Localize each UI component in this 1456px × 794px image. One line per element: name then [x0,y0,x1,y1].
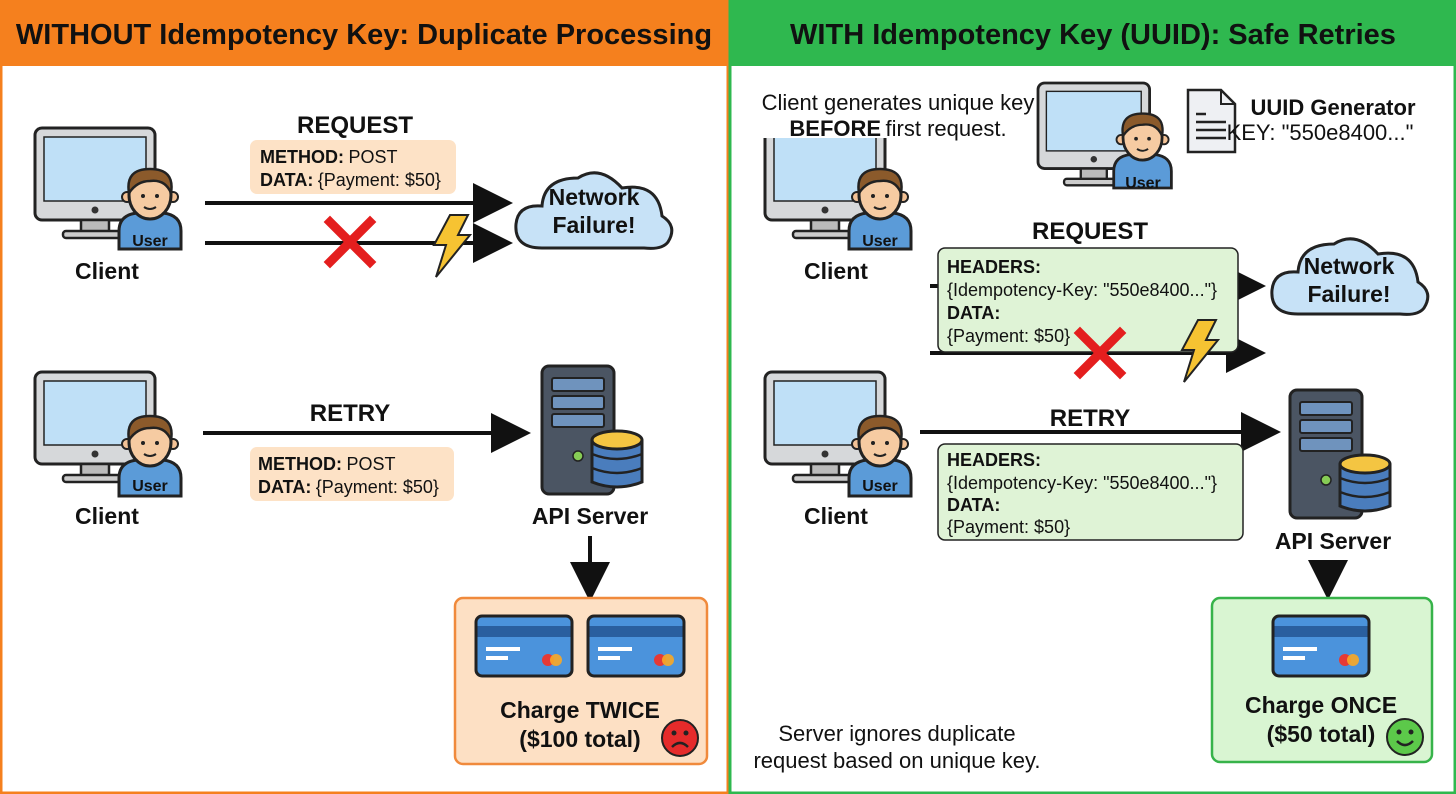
retry-method: METHOD: POST [258,454,395,474]
credit-card-icon [474,614,574,678]
cloud-line2: Failure! [1307,281,1390,307]
data-value: {Payment: $50} [947,326,1070,346]
headers-key: HEADERS: [947,450,1041,470]
api-server-label: API Server [532,503,648,529]
cloud-line1: Network [549,184,640,210]
retry-data: DATA: {Payment: $50} [258,477,439,497]
smiley-face-icon [1386,718,1424,756]
retry-label: RETRY [310,400,390,427]
request-payload-box [937,247,1239,353]
client-label: Client [75,503,139,529]
charge-once-line2: ($50 total) [1267,721,1376,747]
request-payload-box [250,140,456,194]
cloud-line1: Network [1304,253,1395,279]
sad-face-icon [661,719,699,757]
retry-payload-box [250,447,454,501]
note-line1: Client generates unique key [762,90,1035,115]
data-key: DATA: [947,495,1000,515]
left-header-bar [0,0,728,66]
headers-key: HEADERS: [947,257,1041,277]
left-panel: WITHOUT Idempotency Key: Duplicate Proce… [0,0,730,794]
note-line2: BEFORE first request. [789,116,1006,141]
retry-label: RETRY [1050,405,1130,432]
uuid-key-value: KEY: "550e8400..." [1227,120,1414,145]
charge-twice-line2: ($100 total) [519,726,640,752]
request-method: METHOD: POST [260,147,397,167]
charge-once-line1: Charge ONCE [1245,692,1397,718]
retry-payload-box [937,443,1244,541]
right-header-bar [730,0,1456,66]
user-badge: User [862,233,898,250]
user-badge: User [132,233,168,250]
credit-card-icon [1271,614,1371,678]
credit-card-icon [586,614,686,678]
cloud-line2: Failure! [552,212,635,238]
headers-value: {Idempotency-Key: "550e8400..."} [947,280,1217,300]
uuid-generator-title: UUID Generator [1250,95,1415,120]
client-label: Client [75,258,139,284]
api-server-label: API Server [1275,528,1391,554]
data-key: DATA: [947,303,1000,323]
data-value: {Payment: $50} [947,517,1070,537]
client-label: Client [804,503,868,529]
right-title: WITH Idempotency Key (UUID): Safe Retrie… [790,19,1396,51]
user-badge: User [1125,175,1161,192]
document-icon [1186,88,1237,154]
charge-twice-line1: Charge TWICE [500,697,660,723]
user-badge: User [862,478,898,495]
footer-line2: request based on unique key. [753,748,1040,773]
user-badge: User [132,478,168,495]
headers-value: {Idempotency-Key: "550e8400..."} [947,473,1217,493]
footer-line1: Server ignores duplicate [778,721,1015,746]
request-data: DATA: {Payment: $50} [260,170,441,190]
request-label: REQUEST [1032,218,1148,245]
charge-once-box [1210,596,1434,764]
client-label: Client [804,258,868,284]
request-label: REQUEST [297,112,413,139]
left-title: WITHOUT Idempotency Key: Duplicate Proce… [16,19,712,51]
right-panel: WITH Idempotency Key (UUID): Safe Retrie… [728,0,1456,794]
